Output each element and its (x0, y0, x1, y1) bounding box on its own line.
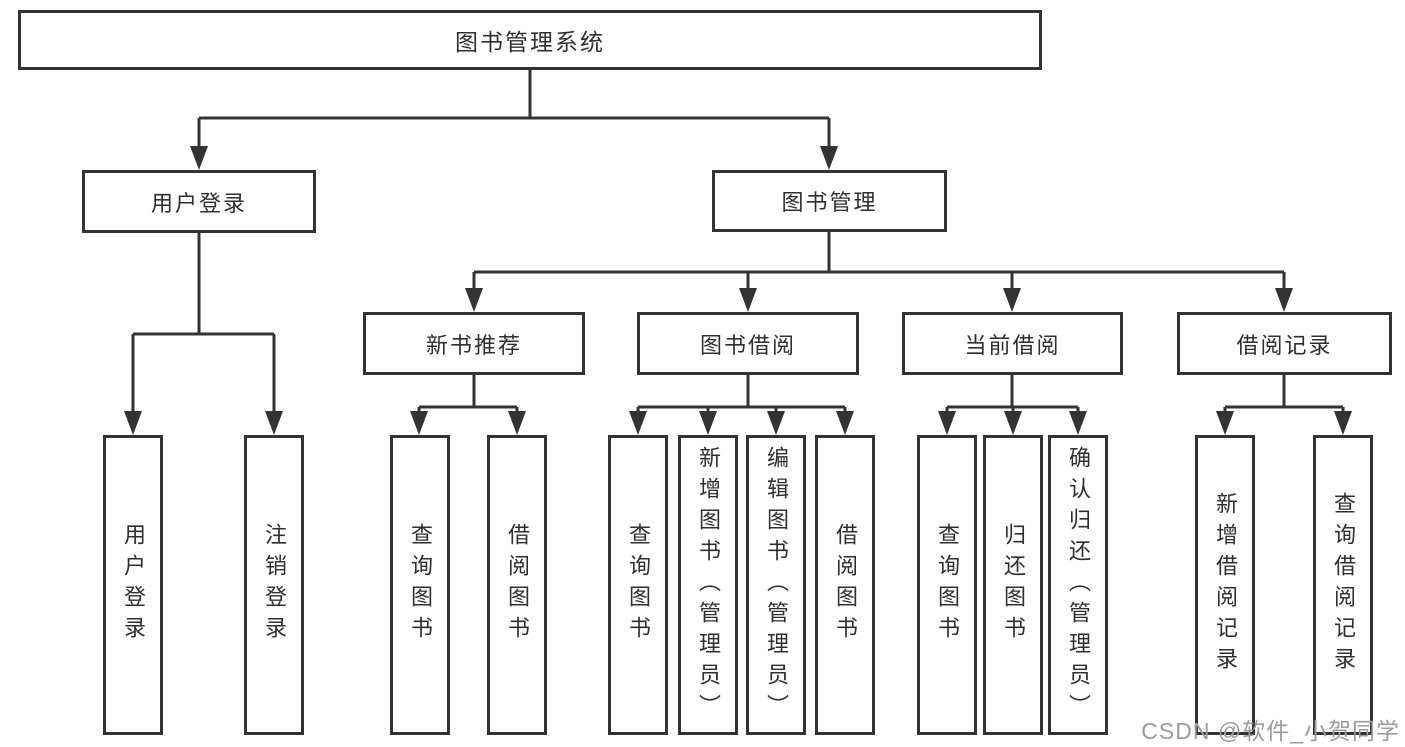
leaf-add-borrow-record: 新增借阅记录 (1195, 435, 1255, 735)
leaf-logout-label: 注销登录 (262, 523, 287, 647)
node-new-book-recommend-label: 新书推荐 (425, 332, 522, 358)
leaf-return-books-label: 归还图书 (1001, 523, 1026, 647)
leaf-add-borrow-record-label: 新增借阅记录 (1213, 492, 1238, 678)
leaf-edit-book-admin: 编辑图书（管理员） (746, 435, 806, 735)
leaf-borrow-books-label: 借阅图书 (833, 523, 858, 647)
leaf-borrow-books: 借阅图书 (815, 435, 875, 735)
leaf-query-books-borrow: 查询图书 (608, 435, 668, 735)
leaf-add-book-admin-label: 新增图书（管理员） (696, 445, 721, 725)
node-borrowing-records-label: 借阅记录 (1236, 332, 1333, 358)
leaf-query-borrow-record-label: 查询借阅记录 (1331, 492, 1356, 678)
csdn-watermark: CSDN @软件_小贺同学 (1141, 718, 1400, 744)
leaf-user-login-label: 用户登录 (121, 523, 146, 647)
leaf-borrow-books-recommend-label: 借阅图书 (505, 523, 530, 647)
leaf-add-book-admin: 新增图书（管理员） (678, 435, 738, 735)
leaf-query-books-borrow-label: 查询图书 (626, 523, 651, 647)
leaf-borrow-books-recommend: 借阅图书 (487, 435, 547, 735)
node-book-borrowing: 图书借阅 (637, 312, 859, 375)
leaf-user-login: 用户登录 (103, 435, 163, 735)
node-user-login: 用户登录 (82, 170, 316, 233)
node-root: 图书管理系统 (18, 10, 1042, 70)
node-book-borrowing-label: 图书借阅 (699, 332, 796, 358)
leaf-edit-book-admin-label: 编辑图书（管理员） (764, 445, 789, 725)
node-borrowing-records: 借阅记录 (1177, 312, 1392, 375)
leaf-query-books-current: 查询图书 (917, 435, 977, 735)
leaf-query-books-recommend: 查询图书 (390, 435, 450, 735)
node-current-borrowing-label: 当前借阅 (964, 332, 1061, 358)
node-user-login-label: 用户登录 (150, 190, 247, 216)
node-current-borrowing: 当前借阅 (902, 312, 1123, 375)
leaf-query-books-recommend-label: 查询图书 (408, 523, 433, 647)
leaf-query-borrow-record: 查询借阅记录 (1313, 435, 1373, 735)
leaf-logout: 注销登录 (244, 435, 304, 735)
node-new-book-recommend: 新书推荐 (363, 312, 585, 375)
leaf-return-books: 归还图书 (983, 435, 1043, 735)
node-root-label: 图书管理系统 (455, 29, 605, 55)
leaf-confirm-return-admin-label: 确认归还（管理员） (1066, 445, 1091, 725)
node-book-management-label: 图书管理 (781, 190, 878, 215)
leaf-confirm-return-admin: 确认归还（管理员） (1048, 435, 1108, 735)
node-book-management: 图书管理 (712, 170, 947, 232)
leaf-query-books-current-label: 查询图书 (935, 523, 960, 647)
